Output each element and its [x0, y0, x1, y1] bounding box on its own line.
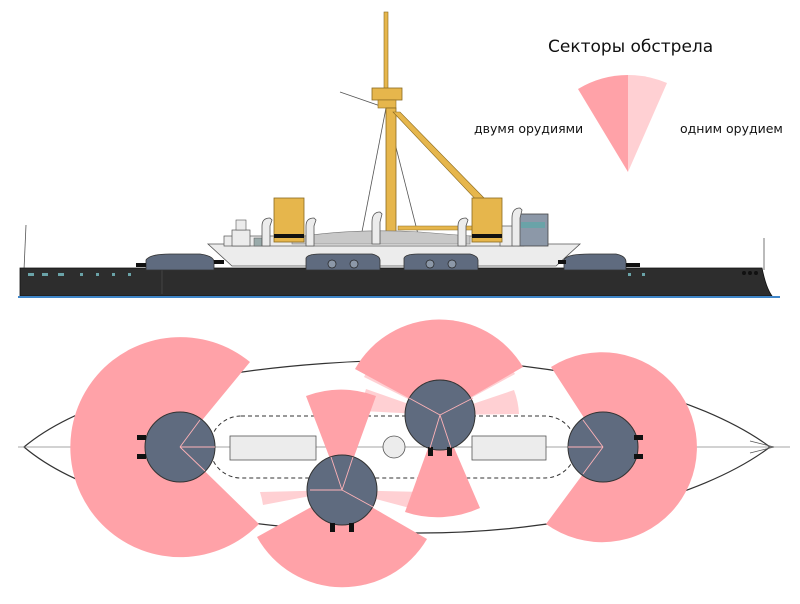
- double-gun-sectors: [70, 319, 697, 588]
- funnels: [273, 197, 503, 243]
- sector-starboard-turret: [257, 490, 427, 588]
- legend-label-single: одним орудием: [680, 121, 783, 136]
- mast-plan: [382, 435, 406, 459]
- legend-title: Секторы обстрела: [548, 37, 714, 57]
- legend-sector-double: [578, 75, 628, 172]
- hull-side: [18, 267, 780, 298]
- ventilators: [261, 207, 523, 247]
- sector-port-turret: [355, 319, 523, 415]
- legend-sectors: [578, 74, 667, 172]
- deckhouse-aft: [229, 435, 317, 461]
- deckhouse-fore: [471, 435, 547, 461]
- plan-view: [18, 319, 790, 588]
- mast: [371, 11, 487, 243]
- side-elevation: [18, 11, 780, 298]
- sector-lines: [179, 397, 604, 508]
- sector-port-across: [405, 415, 480, 518]
- side-turrets: [136, 253, 640, 271]
- sector-starboard-across: [306, 389, 376, 490]
- legend-sector-single: [628, 74, 667, 172]
- legend-label-double: двумя орудиями: [474, 121, 584, 136]
